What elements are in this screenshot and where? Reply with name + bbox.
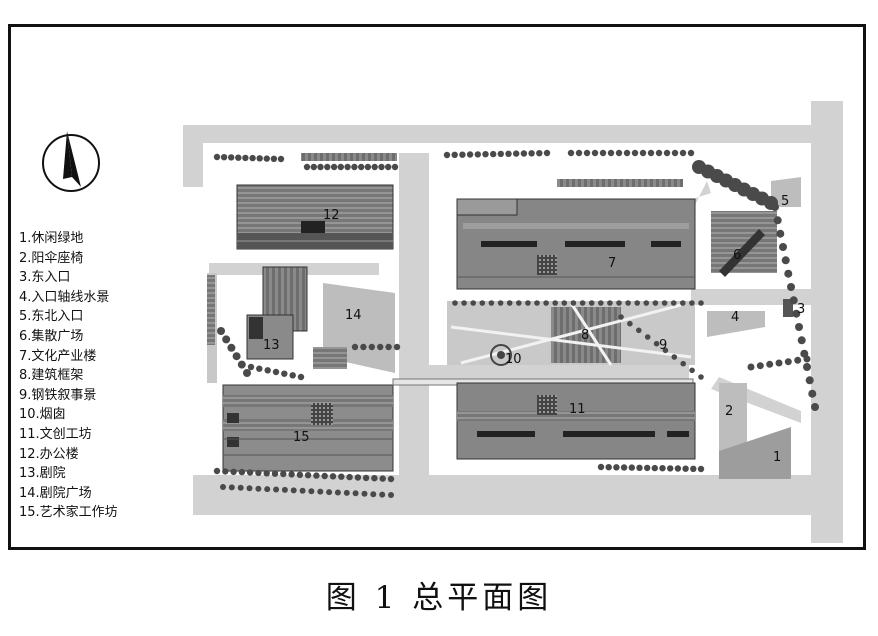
legend-item: 12.办公楼: [19, 446, 79, 462]
map-label-6: 6: [733, 248, 741, 263]
green-1: [719, 427, 791, 479]
trees: [213, 149, 819, 498]
legend-item: 6.集散广场: [19, 328, 84, 344]
building-13-theatre: [246, 266, 308, 360]
parking-ne: [557, 179, 683, 187]
legend-item: 15.艺术家工作坊: [19, 505, 118, 521]
legend-item: 3.东入口: [19, 270, 71, 286]
legend-item: 7.文化产业楼: [19, 348, 97, 364]
plaza-6: [711, 211, 777, 273]
building-11-workshop: [456, 382, 696, 460]
parking-north: [301, 153, 397, 161]
legend-item: 10.烟囱: [19, 407, 66, 423]
ne-entrance-5: [771, 177, 801, 207]
site-plan: 1 2 3 4 5 6 7 8 9 10 11 12 13 14 15: [42, 101, 843, 543]
map-label-3: 3: [797, 302, 805, 317]
legend-item: 2.阳伞座椅: [19, 250, 84, 266]
map-label-4: 4: [731, 310, 739, 325]
legend-item: 4.入口轴线水景: [19, 289, 110, 305]
seating-2: [719, 383, 747, 451]
map-labels: 1 2 3 4 5 6 7 8 9 10 11 12 13 14 15: [263, 194, 805, 465]
building-15-workshop: [222, 384, 394, 472]
legend-item: 8.建筑框架: [19, 368, 84, 384]
legend: 1.休闲绿地 2.阳伞座椅 3.东入口 4.入口轴线水景 5.东北入口 6.集散…: [19, 229, 118, 523]
legend-item: 11.文创工坊: [19, 426, 92, 442]
map-label-2: 2: [725, 404, 733, 419]
map-label-11: 11: [569, 402, 586, 417]
map-label-9: 9: [659, 338, 667, 353]
building-7-culture: [456, 198, 696, 290]
site-plan-frame: 1 2 3 4 5 6 7 8 9 10 11 12 13 14 15 1.休闲…: [8, 24, 866, 550]
map-label-15: 15: [293, 430, 310, 445]
legend-item: 14.剧院广场: [19, 485, 92, 501]
map-label-14: 14: [345, 308, 362, 323]
roads: [183, 101, 843, 543]
map-label-5: 5: [781, 194, 789, 209]
map-label-13: 13: [263, 338, 280, 353]
steps-14: [313, 347, 347, 369]
east-entrance-3: [783, 299, 793, 317]
north-arrow-icon: [42, 131, 100, 192]
map-label-12: 12: [323, 208, 340, 223]
legend-item: 1.休闲绿地: [19, 231, 84, 246]
legend-item: 5.东北入口: [19, 309, 84, 325]
building-12-office: [236, 184, 394, 250]
map-label-8: 8: [581, 328, 589, 343]
map-label-1: 1: [773, 450, 781, 465]
parking-west: [207, 275, 215, 345]
legend-item: 9.钢铁叙事景: [19, 387, 97, 403]
water-feature-4: [707, 311, 765, 337]
map-label-10: 10: [505, 352, 522, 367]
frame-area-8-9-10: [447, 301, 695, 366]
map-label-7: 7: [608, 256, 616, 271]
figure-caption: 图 1 总平面图: [325, 580, 553, 616]
legend-item: 13.剧院: [19, 466, 66, 482]
